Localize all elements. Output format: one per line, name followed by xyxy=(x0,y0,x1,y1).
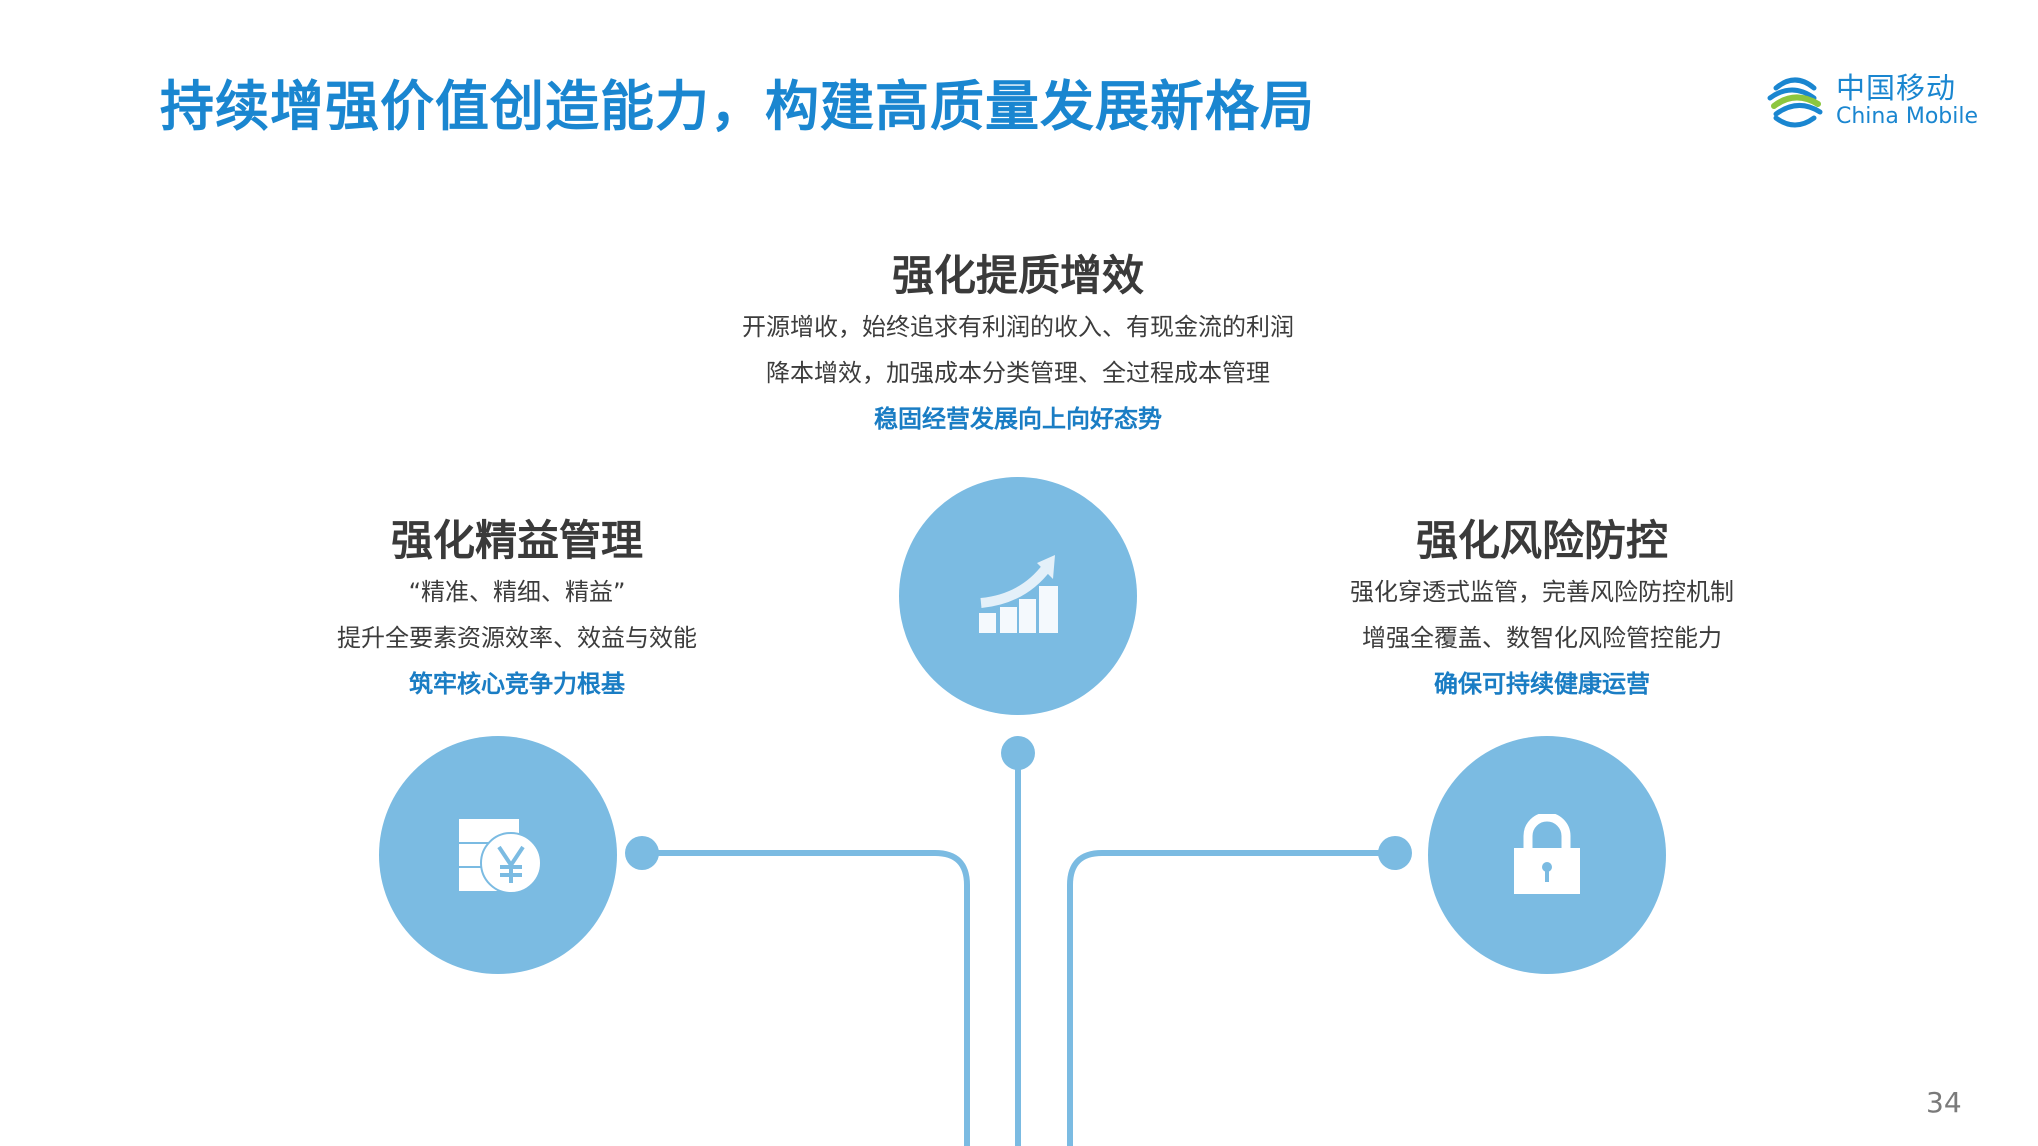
page-number: 34 xyxy=(1926,1086,1962,1119)
left-text-block: 强化精益管理 “精准、精细、精益” 提升全要素资源效率、效益与效能 筑牢核心竞争… xyxy=(337,513,697,707)
left-heading: 强化精益管理 xyxy=(390,516,643,565)
logo-text-en: China Mobile xyxy=(1836,104,1979,129)
page-title: 持续增强价值创造能力，构建高质量发展新格局 xyxy=(160,75,1315,138)
center-node-dot xyxy=(1001,736,1035,770)
growth-chart-icon xyxy=(979,555,1058,633)
right-line-1: 强化穿透式监管，完善风险防控机制 xyxy=(1350,578,1734,606)
right-circle xyxy=(1428,736,1666,974)
left-connector xyxy=(642,850,970,1146)
right-highlight: 确保可持续健康运营 xyxy=(1434,670,1650,698)
left-line-2: 提升全要素资源效率、效益与效能 xyxy=(337,624,697,652)
right-line-2: 增强全覆盖、数智化风险管控能力 xyxy=(1362,624,1722,652)
logo-text-cn: 中国移动 xyxy=(1836,71,1957,105)
left-node-dot xyxy=(625,836,659,870)
china-mobile-swirl-icon xyxy=(1767,77,1823,128)
right-node-dot xyxy=(1378,836,1412,870)
china-mobile-logo: 中国移动 China Mobile xyxy=(1762,68,1978,134)
left-circle xyxy=(379,736,617,974)
center-line-2: 降本增效，加强成本分类管理、全过程成本管理 xyxy=(766,359,1270,387)
right-heading: 强化风险防控 xyxy=(1415,516,1668,565)
left-highlight: 筑牢核心竞争力根基 xyxy=(409,670,625,698)
right-connector xyxy=(1067,850,1395,1146)
right-text-block: 强化风险防控 强化穿透式监管，完善风险防控机制 增强全覆盖、数智化风险管控能力 … xyxy=(1350,513,1734,707)
left-line-1: “精准、精细、精益” xyxy=(408,578,626,606)
lock-icon xyxy=(1514,814,1580,894)
center-line-1: 开源增收，始终追求有利润的收入、有现金流的利润 xyxy=(742,313,1294,341)
center-circle xyxy=(899,477,1137,715)
yuan-coin-icon xyxy=(459,819,541,894)
center-text-block: 强化提质增效 开源增收，始终追求有利润的收入、有现金流的利润 降本增效，加强成本… xyxy=(742,248,1294,442)
center-heading: 强化提质增效 xyxy=(891,251,1144,300)
center-highlight: 稳固经营发展向上向好态势 xyxy=(874,405,1162,433)
